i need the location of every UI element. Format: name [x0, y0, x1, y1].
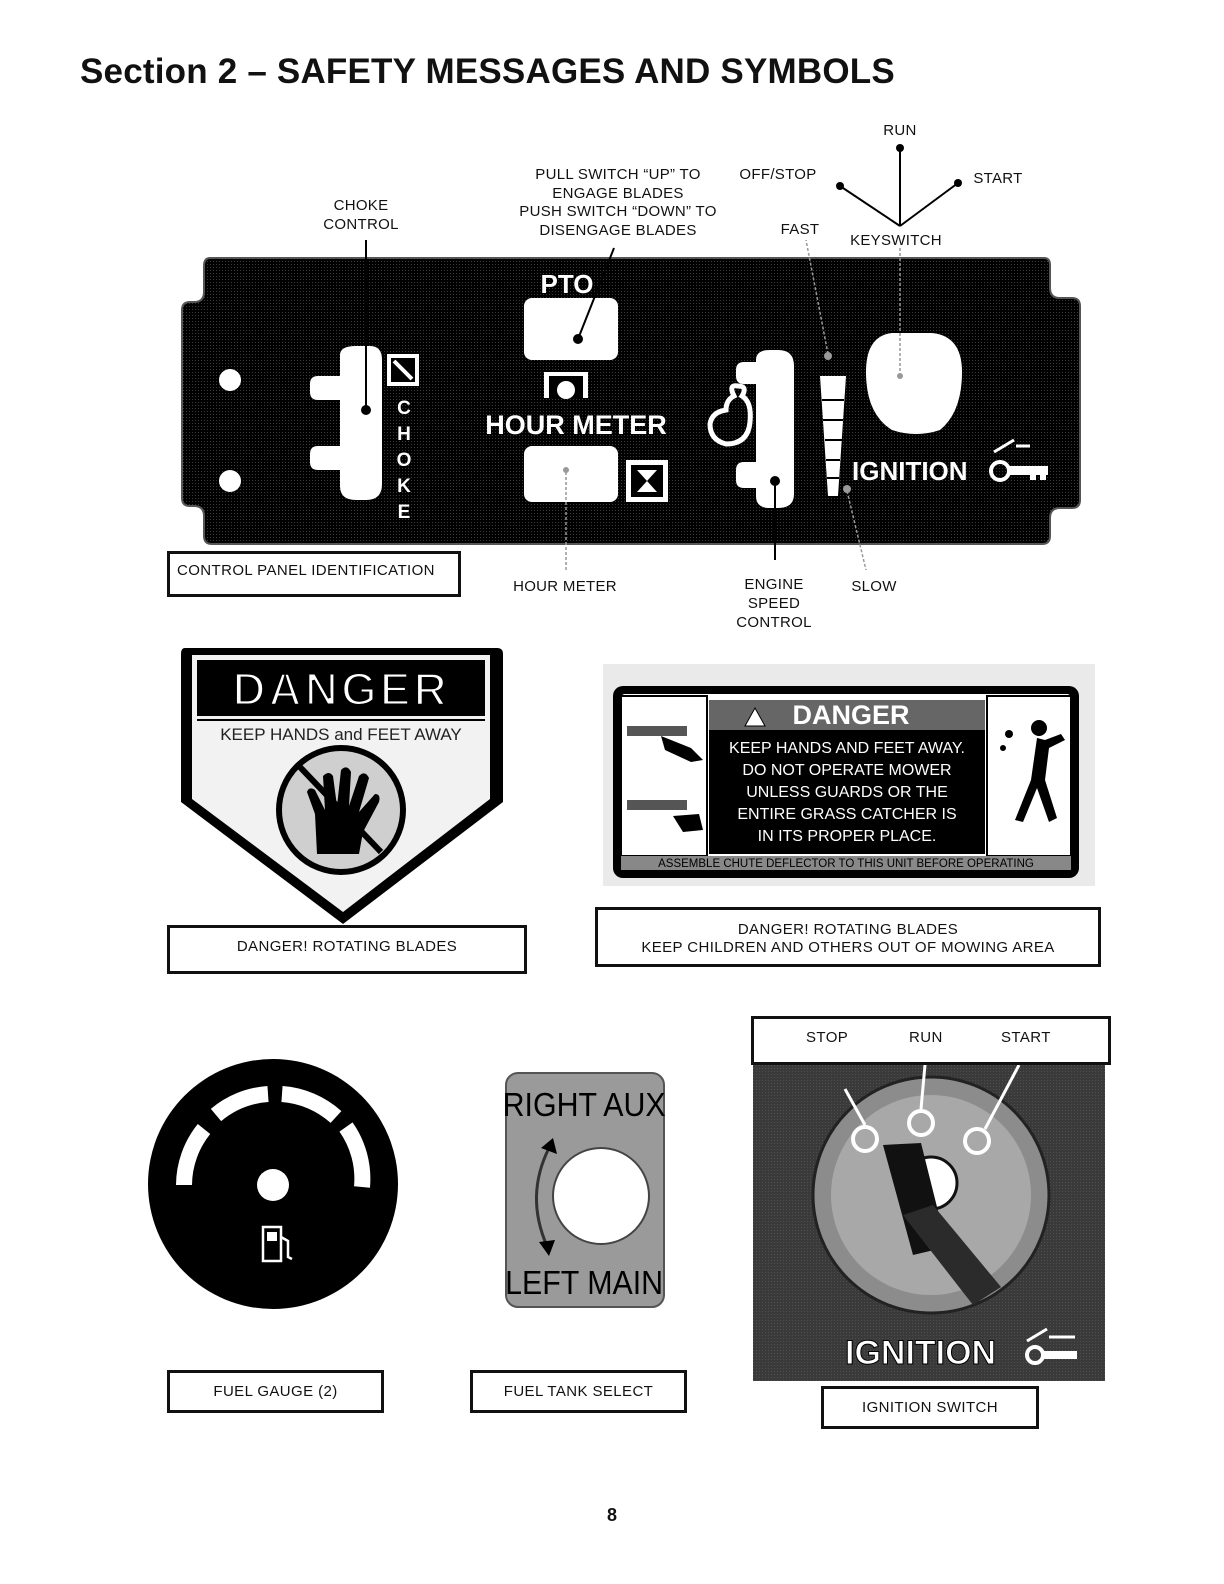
arrow-up-icon [541, 1138, 557, 1154]
control-panel-caption: CONTROL PANEL IDENTIFICATION [167, 551, 461, 597]
keyswitch-callout: KEYSWITCH [850, 232, 942, 249]
hand-icon [307, 767, 380, 854]
pto-label: PTO [541, 269, 594, 299]
throttle-wedge-icon [820, 376, 846, 496]
warning-triangle-icon [744, 706, 766, 727]
danger-line-2: DO NOT OPERATE MOWER [742, 762, 951, 779]
slow-callout: SLOW [851, 578, 897, 595]
danger-footer: ASSEMBLE CHUTE DEFLECTOR TO THIS UNIT BE… [658, 858, 1034, 870]
danger-message: KEEP HANDS and FEET AWAY [220, 725, 462, 744]
fuel-gauge-caption: FUEL GAUGE (2) [167, 1370, 384, 1413]
selector-knob-opening [552, 1147, 650, 1245]
danger-decal-hands-feet: DANGER KEEP HANDS and FEET AWAY [181, 648, 503, 924]
run-position-label: RUN [909, 1029, 943, 1046]
danger-left-caption: DANGER! ROTATING BLADES [167, 925, 527, 974]
svg-text:E: E [398, 502, 411, 523]
right-aux-label: RIGHT AUX [505, 1086, 665, 1123]
page-title: Section 2 – SAFETY MESSAGES AND SYMBOLS [80, 52, 895, 91]
danger-line-5: IN ITS PROPER PLACE. [758, 828, 937, 845]
page-number: 8 [606, 1505, 617, 1525]
ignition-switch-caption: IGNITION SWITCH [821, 1386, 1039, 1429]
throttle-lever-slot [736, 350, 794, 508]
control-panel [181, 257, 1081, 545]
svg-text:O: O [397, 450, 412, 471]
start-position-label: START [1001, 1029, 1051, 1046]
fuel-tank-select-drawing: RIGHT AUX LEFT MAIN [505, 1072, 665, 1308]
svg-text:K: K [397, 476, 411, 497]
choke-control-callout: CHOKE CONTROL [323, 197, 399, 233]
left-main-label: LEFT MAIN [505, 1264, 663, 1301]
run-callout: RUN [883, 122, 917, 139]
danger-line-3: UNLESS GUARDS OR THE [746, 784, 948, 801]
control-panel-drawing: C H O K E PTO HOUR METER IGNITION [181, 144, 1081, 572]
svg-text:H: H [397, 424, 411, 445]
engine-speed-control-callout: ENGINE SPEED CONTROL [736, 576, 812, 631]
hour-meter-callout: HOUR METER [513, 578, 617, 595]
ignition-switch-photo: IGNITION [753, 1065, 1105, 1381]
danger-line-4: ENTIRE GRASS CATCHER IS [737, 806, 956, 823]
hour-meter-label: HOUR METER [485, 410, 667, 440]
ignition-label: IGNITION [852, 456, 968, 486]
off-stop-callout: OFF/STOP [739, 166, 817, 183]
stop-position-label: STOP [806, 1029, 849, 1046]
engine-icon [707, 383, 753, 447]
choke-lever-slot [310, 346, 382, 500]
fuel-tank-select-caption: FUEL TANK SELECT [470, 1370, 687, 1413]
stop-position-icon [851, 1125, 879, 1153]
danger-right-caption: DANGER! ROTATING BLADES KEEP CHILDREN AN… [595, 907, 1101, 967]
pto-switch [524, 298, 618, 360]
mounting-hole [219, 369, 241, 391]
ignition-photo-label: IGNITION [845, 1334, 996, 1372]
mounting-hole [219, 470, 241, 492]
danger-heading: DANGER [232, 663, 449, 715]
gauge-pivot [257, 1169, 289, 1201]
start-position-icon [963, 1127, 991, 1155]
run-position-icon [907, 1109, 935, 1137]
fuel-pump-icon [261, 1225, 283, 1263]
key-switch-opening [866, 333, 962, 434]
svg-text:C: C [397, 398, 411, 419]
danger-heading-right: DANGER [792, 700, 909, 730]
fast-callout: FAST [780, 221, 820, 238]
arrow-down-icon [539, 1240, 555, 1256]
danger-line-1: KEEP HANDS AND FEET AWAY. [729, 740, 965, 757]
person-icon [1031, 720, 1047, 736]
ignition-positions-box: STOP RUN START [751, 1016, 1111, 1065]
hand-near-blade-icon [661, 736, 703, 762]
pto-switch-callout: PULL SWITCH “UP” TO ENGAGE BLADES PUSH S… [519, 166, 717, 239]
danger-decal-grass-catcher: DANGER KEEP HANDS AND FEET AWAY. DO NOT … [603, 664, 1095, 886]
fuel-gauge-drawing [148, 1059, 398, 1309]
hour-meter [524, 446, 618, 502]
start-callout: START [973, 170, 1023, 187]
